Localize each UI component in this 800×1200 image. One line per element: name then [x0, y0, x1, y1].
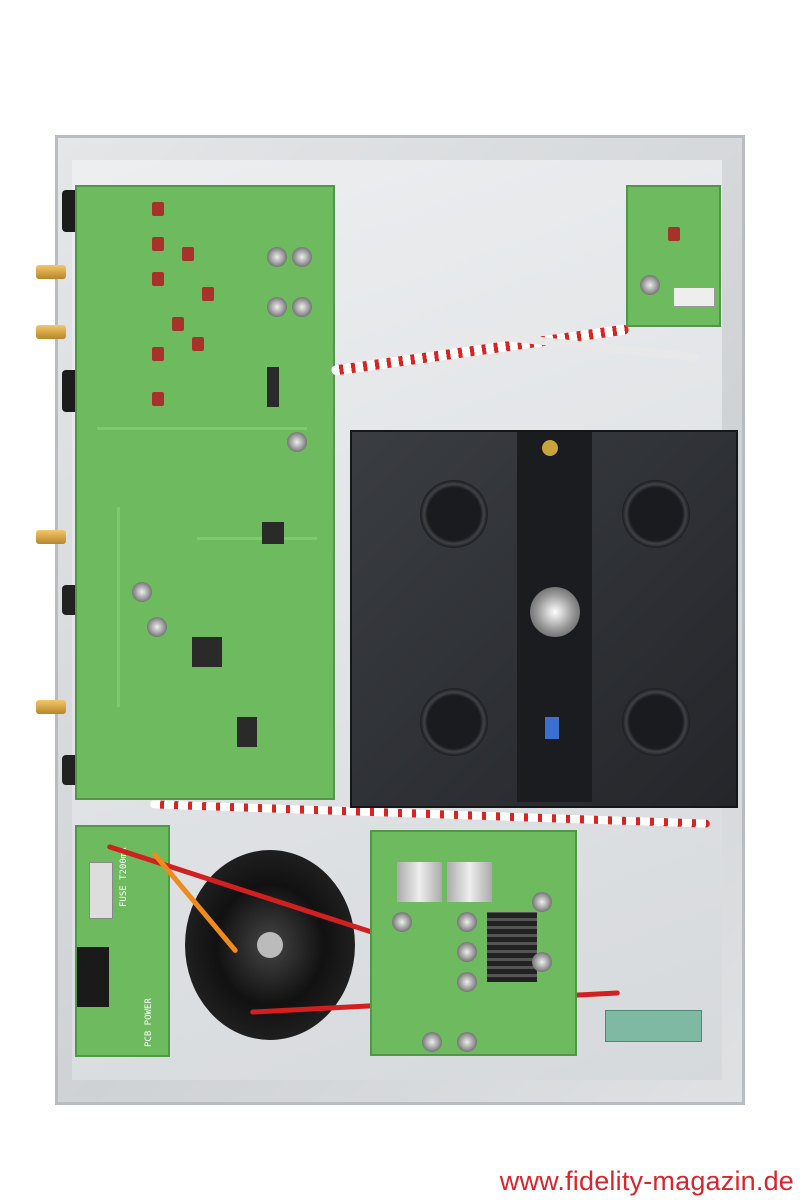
pcb-trace: [197, 537, 317, 540]
film-capacitor: [192, 337, 204, 351]
capacitor-box: [673, 287, 715, 307]
ic-chip: [267, 367, 279, 407]
electrolytic-capacitor: [457, 942, 477, 962]
ic-chip: [237, 717, 257, 747]
film-capacitor: [152, 202, 164, 216]
film-capacitor: [152, 272, 164, 286]
electrolytic-capacitor: [147, 617, 167, 637]
rca-connector: [36, 325, 66, 339]
input-pcb: [626, 185, 721, 327]
display-module: [605, 1010, 702, 1042]
film-capacitor: [152, 347, 164, 361]
power-board-label: PCB POWER: [144, 998, 154, 1047]
main-pcb: [75, 185, 335, 800]
mechanism-well: [622, 480, 690, 548]
spindle: [530, 587, 580, 637]
electrolytic-capacitor: [292, 247, 312, 267]
heatsink: [397, 862, 442, 902]
iec-power-inlet: [77, 947, 109, 1007]
mechanism-well: [420, 688, 488, 756]
electrolytic-capacitor: [457, 972, 477, 992]
film-capacitor: [668, 227, 680, 241]
film-capacitor: [172, 317, 184, 331]
electrolytic-capacitor: [457, 912, 477, 932]
pcb-trace: [97, 427, 307, 430]
electrolytic-capacitor: [532, 952, 552, 972]
heatsink: [447, 862, 492, 902]
mechanism-well: [420, 480, 488, 548]
pcb-trace: [117, 507, 120, 707]
heatsink: [487, 912, 537, 982]
film-capacitor: [202, 287, 214, 301]
film-capacitor: [152, 237, 164, 251]
electrolytic-capacitor: [267, 297, 287, 317]
electrolytic-capacitor: [392, 912, 412, 932]
electrolytic-capacitor: [292, 297, 312, 317]
electrolytic-capacitor: [640, 275, 660, 295]
film-capacitor: [152, 392, 164, 406]
laser-pickup: [545, 717, 559, 739]
electrolytic-capacitor: [287, 432, 307, 452]
ic-chip: [192, 637, 222, 667]
electrolytic-capacitor: [132, 582, 152, 602]
cd-drive-mechanism: [350, 430, 738, 808]
rca-connector: [36, 530, 66, 544]
fuse-label: FUSE T200mA: [119, 847, 129, 907]
ic-chip: [262, 522, 284, 544]
regulator-pcb: [370, 830, 577, 1056]
rca-connector: [36, 265, 66, 279]
electrolytic-capacitor: [422, 1032, 442, 1052]
electrolytic-capacitor: [532, 892, 552, 912]
electrolytic-capacitor: [267, 247, 287, 267]
transformer-bolt: [257, 932, 283, 958]
electrolytic-capacitor: [457, 1032, 477, 1052]
fuse: [89, 862, 113, 919]
mechanism-well: [622, 688, 690, 756]
rca-connector: [36, 700, 66, 714]
watermark: www.fidelity-magazin.de: [499, 1166, 794, 1196]
film-capacitor: [182, 247, 194, 261]
brass-screw: [542, 440, 558, 456]
